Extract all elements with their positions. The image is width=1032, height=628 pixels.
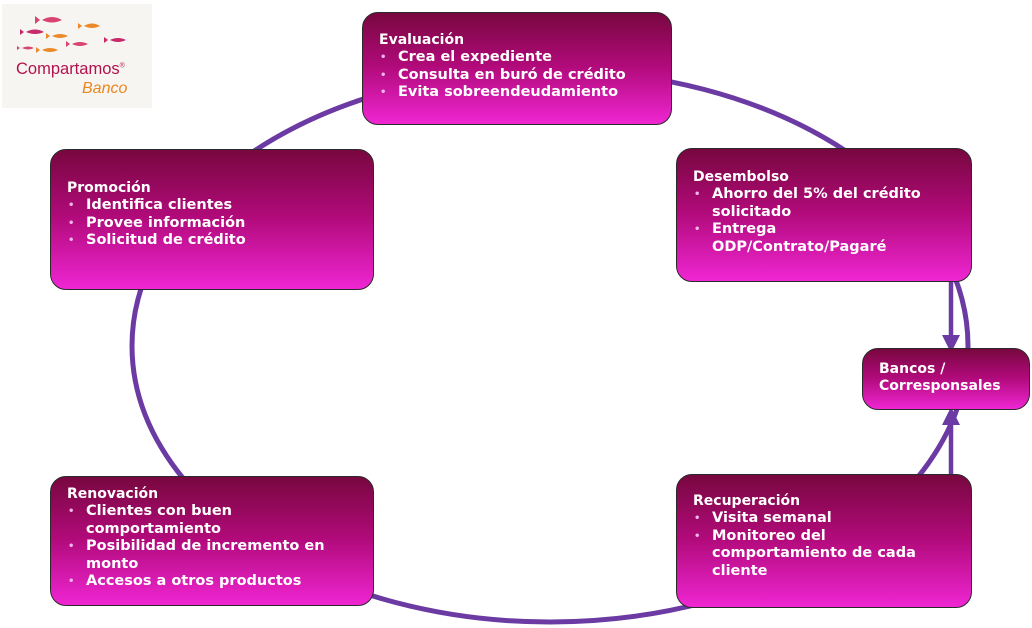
stage-promocion-item: Solicitud de crédito [67,232,359,250]
stage-renovacion-title: Renovación [67,486,159,502]
stage-desembolso-title: Desembolso [693,169,789,185]
logo-subtitle: Banco [82,80,128,97]
stage-renovacion: Renovación Clientes con buen comportamie… [50,476,374,606]
stage-desembolso-item: Entrega ODP/Contrato/Pagaré [693,221,957,256]
fish-icon [17,16,126,53]
stage-evaluacion-item: Evita sobreendeudamiento [379,84,657,102]
stage-promocion-title: Promoción [67,180,151,196]
stage-promocion-item: Identifica clientes [67,197,359,215]
stage-evaluacion: Evaluación Crea el expediente Consulta e… [362,12,672,125]
stage-evaluacion-item: Crea el expediente [379,49,657,67]
bancos-corresponsales-box: Bancos / Corresponsales [862,348,1030,410]
stage-renovacion-item: Posibilidad de incremento en monto [67,538,359,573]
stage-desembolso-item: Ahorro del 5% del crédito solicitado [693,186,957,221]
logo-brand-name: Compartamos® [16,60,125,78]
stage-recuperacion-title: Recuperación [693,493,801,509]
stage-recuperacion-item: Monitoreo del comportamiento de cada cli… [693,528,957,581]
stage-renovacion-item: Accesos a otros productos [67,573,359,591]
compartamos-banco-logo: Compartamos® Banco [2,4,152,108]
stage-promocion: Promoción Identifica clientes Provee inf… [50,149,374,290]
stage-promocion-item: Provee información [67,215,359,233]
stage-renovacion-item: Clientes con buen comportamiento [67,503,359,538]
bancos-corresponsales-label: Bancos / Corresponsales [879,361,1001,394]
stage-desembolso: Desembolso Ahorro del 5% del crédito sol… [676,148,972,282]
stage-recuperacion-item: Visita semanal [693,510,957,528]
stage-evaluacion-title: Evaluación [379,32,465,48]
stage-evaluacion-item: Consulta en buró de crédito [379,67,657,85]
stage-recuperacion: Recuperación Visita semanal Monitoreo de… [676,474,972,608]
